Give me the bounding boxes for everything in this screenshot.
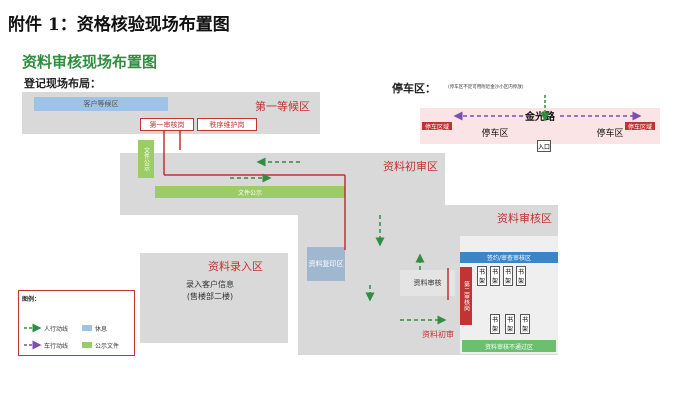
legend-walk: 人行动线: [44, 326, 69, 333]
second-post: 第二审核岗: [460, 267, 472, 325]
legend-public: 公示文件: [95, 343, 120, 350]
bookshelf-3: 书架: [503, 266, 513, 286]
parking-note: (停车区不足可用附近金沙小区内停放): [448, 85, 524, 90]
public-docs-strip: 文件公示: [155, 186, 345, 198]
signing-area-bar: 签约/审查审核区: [460, 252, 558, 263]
bookshelf-5: 书架: [490, 314, 500, 334]
road-name: 金光路: [525, 111, 555, 123]
entry-info-text: 录入客户信息: [186, 279, 234, 289]
document-title: 附件 1：资格核验现场布置图: [8, 15, 230, 35]
preliminary-zone: [120, 153, 445, 215]
bookshelf-2: 书架: [490, 266, 500, 286]
failed-area: 资料审核不通过区: [462, 340, 556, 352]
customer-waiting-box: 客户等候区: [34, 97, 168, 111]
copy-area: 资料复印区: [307, 247, 345, 281]
first-review-post: 第一审核岗: [140, 118, 194, 131]
legend-car: 车行动线: [44, 343, 69, 350]
bookshelf-6: 书架: [505, 314, 515, 334]
legend-rest-swatch: [82, 325, 92, 331]
entry-floor-text: (售楼部二楼): [186, 291, 234, 301]
legend-rest: 休息: [95, 326, 108, 333]
parking-right: 停车区: [596, 128, 624, 139]
order-keeping-post: 秩序维护岗: [197, 118, 257, 131]
entrance-label: 入口: [537, 140, 551, 152]
preliminary-label: 资料初审区: [383, 160, 438, 173]
data-entry-label: 资料录入区: [208, 260, 263, 273]
legend-public-swatch: [82, 342, 92, 348]
bookshelf-7: 书架: [520, 314, 530, 334]
public-docs-vertical: 文件公示: [138, 140, 154, 178]
parking-right-tag: 停车区域: [625, 122, 655, 131]
diagram-title: 资料审核现场布置图: [22, 53, 158, 71]
doc-prelim-label: 资料初审: [422, 329, 454, 339]
bookshelf-4: 书架: [516, 266, 526, 286]
data-entry-zone: [140, 253, 288, 343]
legend-title: 图例：: [22, 296, 41, 303]
parking-left-tag: 停车区域: [422, 122, 452, 131]
bookshelf-1: 书架: [477, 266, 487, 286]
parking-left: 停车区: [481, 128, 509, 139]
parking-label: 停车区：: [392, 82, 436, 95]
final-review-label: 资料审核区: [497, 212, 552, 225]
doc-review-box: 资料审核: [400, 270, 455, 296]
layout-label: 登记现场布局：: [24, 77, 101, 90]
waiting-first-label: 第一等候区: [255, 100, 310, 113]
